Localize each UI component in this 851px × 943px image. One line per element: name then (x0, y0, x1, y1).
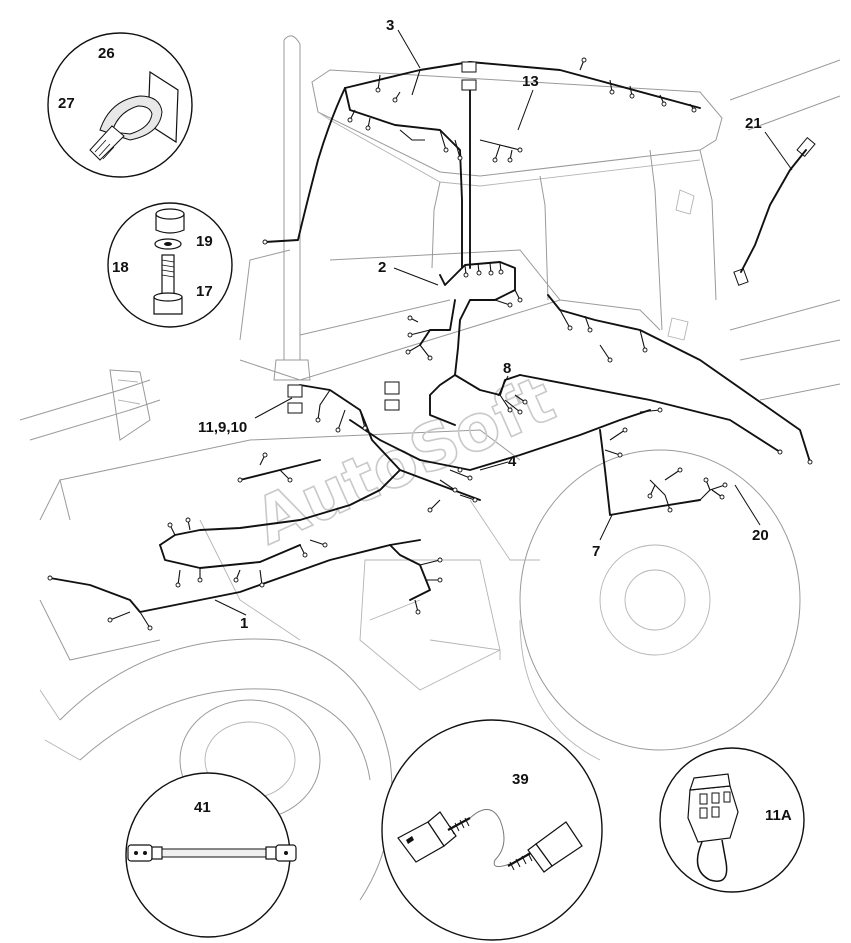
tractor-outline (19, 35, 841, 901)
callout-39: 39 (512, 771, 529, 788)
callout-13: 13 (522, 73, 539, 90)
callout-20: 20 (752, 527, 769, 544)
callout-2: 2 (378, 259, 386, 276)
callout-17: 17 (196, 283, 213, 300)
lead-21 (740, 149, 807, 273)
callout-labels: 3 13 2 8 11,9,10 4 1 7 20 21 26 27 19 18… (58, 17, 792, 824)
callout-18: 18 (112, 259, 129, 276)
callout-3: 3 (386, 17, 394, 34)
connector-blocks (287, 61, 816, 414)
detail-connector-11a (659, 747, 805, 893)
callout-7: 7 (592, 543, 600, 560)
callout-19: 19 (196, 233, 213, 250)
callout-26: 26 (98, 45, 115, 62)
callout-11a: 11A (765, 807, 792, 824)
callout-4: 4 (508, 453, 517, 470)
callout-1: 1 (240, 615, 248, 632)
callout-11-9-10: 11,9,10 (198, 419, 247, 436)
callout-41: 41 (194, 799, 211, 816)
callout-21: 21 (745, 115, 762, 132)
detail-bolt (107, 202, 233, 328)
detail-lead-41 (125, 772, 297, 938)
detail-lead-39 (381, 719, 603, 941)
detail-cable-tie (47, 32, 193, 178)
terminal-ends (47, 57, 813, 631)
callout-8: 8 (503, 360, 511, 377)
callout-27: 27 (58, 95, 75, 112)
